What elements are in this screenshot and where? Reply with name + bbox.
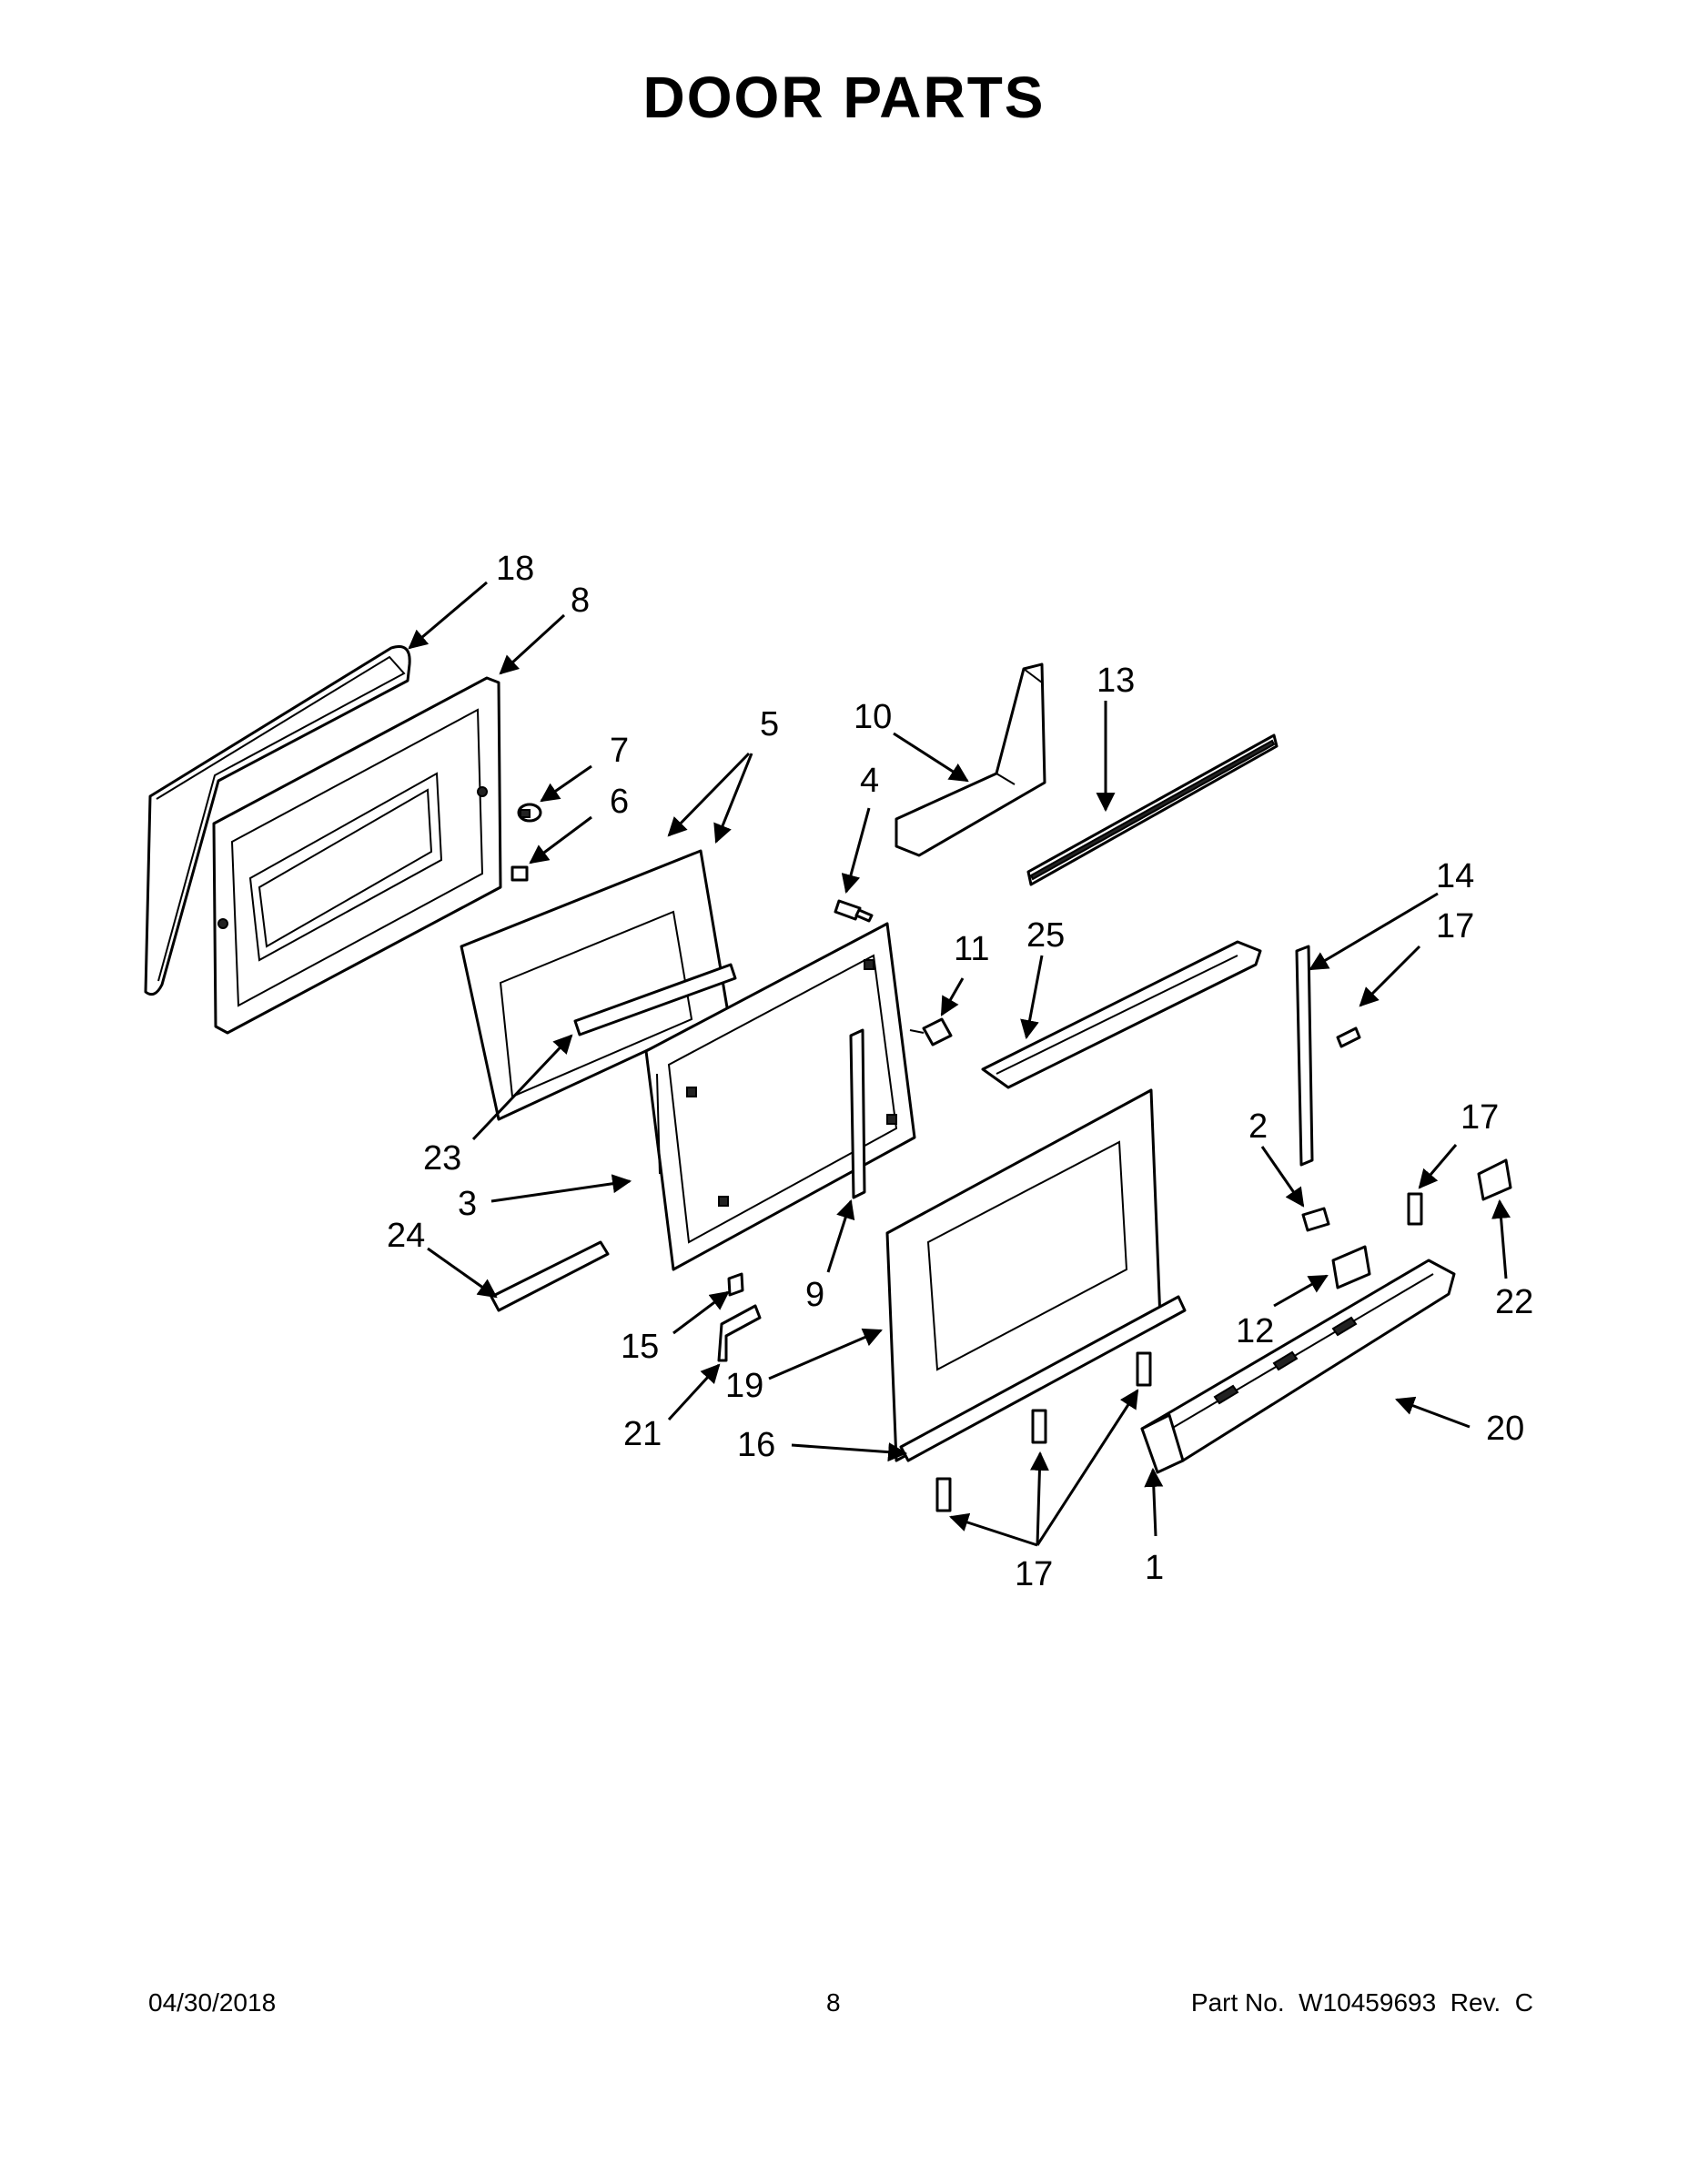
callout-9: 9 <box>805 1276 824 1314</box>
part-9-side-trim <box>849 1028 866 1199</box>
callout-10: 10 <box>854 698 892 736</box>
part-13-strip <box>1026 733 1279 886</box>
callout-12: 12 <box>1236 1312 1274 1350</box>
callout-4: 4 <box>860 762 879 800</box>
callout-22: 22 <box>1495 1283 1533 1321</box>
part-4-screw <box>834 899 874 923</box>
callout-6: 6 <box>610 783 629 821</box>
callout-1: 1 <box>1145 1549 1164 1587</box>
footer-date: 04/30/2018 <box>148 1988 277 2017</box>
leader-lines <box>408 581 1511 1547</box>
part-2-screw <box>1301 1207 1330 1232</box>
part-10-duct <box>895 662 1046 857</box>
callout-labels: 18 8 7 6 5 10 13 4 11 25 14 17 23 3 24 9… <box>387 550 1533 1593</box>
callout-24: 24 <box>387 1217 425 1255</box>
part-21-bracket <box>717 1304 762 1362</box>
part-1-end-cap <box>1140 1413 1185 1474</box>
page-title: DOOR PARTS <box>642 65 1046 130</box>
callout-14: 14 <box>1436 857 1474 895</box>
footer-page-number: 8 <box>826 1988 841 2017</box>
part-18-gasket <box>144 645 411 996</box>
callout-8: 8 <box>571 581 590 620</box>
part-15-clip <box>727 1272 744 1297</box>
part-17-screws <box>935 1026 1423 1512</box>
callout-21: 21 <box>623 1415 662 1453</box>
part-24-strip <box>490 1240 610 1312</box>
part-19-outer-panel <box>885 1088 1162 1462</box>
callout-5: 5 <box>760 705 779 743</box>
callout-15: 15 <box>621 1328 659 1366</box>
callout-13: 13 <box>1097 662 1135 700</box>
part-3-frame <box>644 922 916 1271</box>
part-22-label <box>1477 1158 1512 1201</box>
part-23-bracket <box>573 963 737 1036</box>
callout-16: 16 <box>737 1426 775 1464</box>
callout-17-right: 17 <box>1461 1098 1499 1137</box>
callout-7: 7 <box>610 732 629 770</box>
callout-11: 11 <box>954 930 989 968</box>
callout-2: 2 <box>1248 1107 1268 1146</box>
callout-19: 19 <box>725 1367 763 1405</box>
part-7-bumper <box>517 803 542 823</box>
part-25-vent-trim <box>981 940 1262 1089</box>
part-6-clip <box>510 865 529 882</box>
callout-23: 23 <box>423 1139 461 1178</box>
part-11-screw <box>909 1017 953 1046</box>
callout-17-upper: 17 <box>1436 907 1474 945</box>
part-8-inner-door <box>212 676 502 1035</box>
callout-20: 20 <box>1486 1410 1524 1448</box>
footer-part-number: Part No. W10459693 Rev. C <box>1190 1988 1533 2017</box>
callout-18: 18 <box>496 550 534 588</box>
callout-3: 3 <box>458 1185 477 1223</box>
part-12-bracket <box>1331 1245 1371 1289</box>
callout-17-bottom: 17 <box>1015 1555 1053 1593</box>
callout-25: 25 <box>1026 916 1065 955</box>
part-14-strip <box>1295 945 1314 1167</box>
